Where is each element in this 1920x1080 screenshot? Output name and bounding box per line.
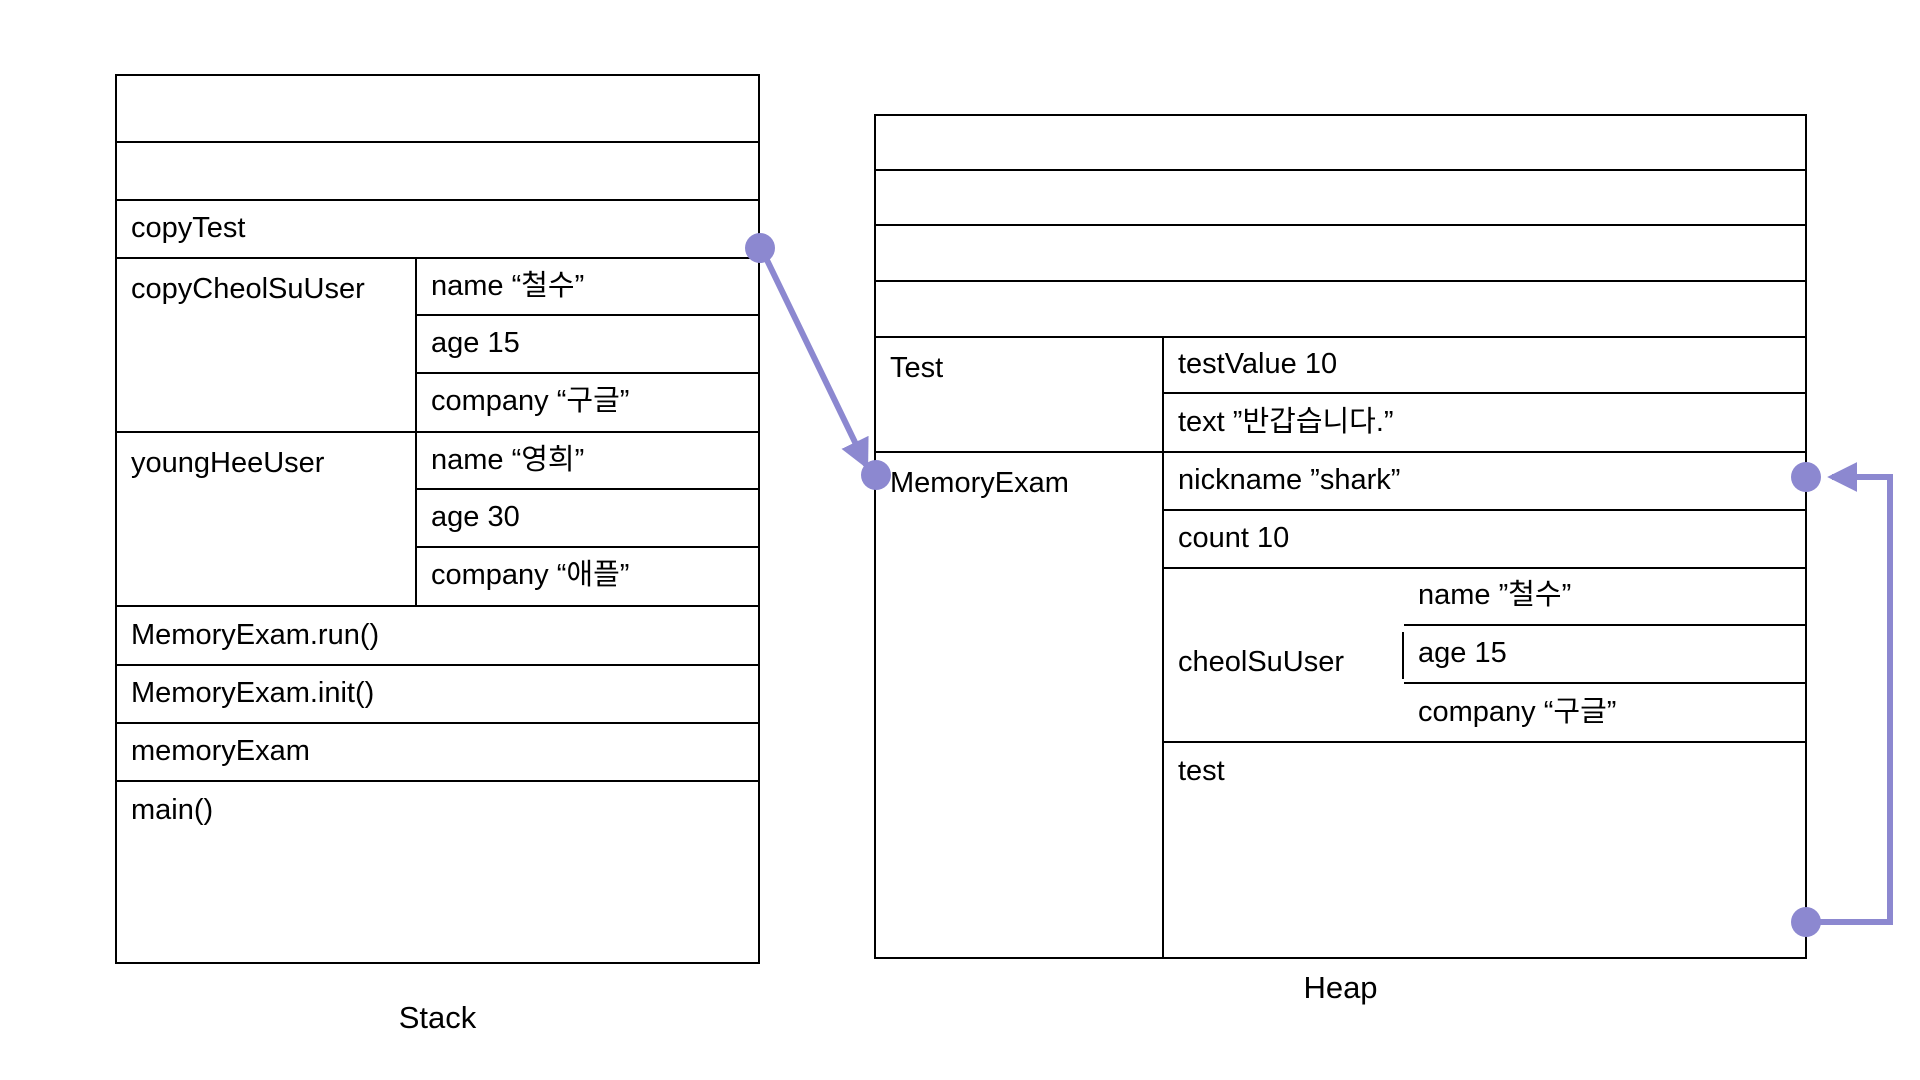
stack-cell-label: main() <box>131 794 214 827</box>
heap-empty-row <box>876 226 1805 282</box>
heap-empty-cell <box>876 226 1805 280</box>
stack-empty-cell <box>117 143 758 199</box>
heap-field-row-test: test <box>1164 743 1805 801</box>
stack-object-fields: name “철수” age 15 company “구글” <box>417 259 758 431</box>
heap-field-row: count 10 <box>1164 511 1805 569</box>
stack-caption: Stack <box>398 1000 477 1035</box>
heap-nested-object-cheolsuuser[interactable]: cheolSuUser name ”철수” age 15 company “구글… <box>1164 569 1805 743</box>
heap-field-row: nickname ”shark” <box>1164 453 1805 511</box>
stack-field-row: company “애플” <box>417 548 758 605</box>
stack-field-row: name “영희” <box>417 433 758 491</box>
heap-empty-row <box>876 282 1805 338</box>
heap-object-label-test: Test <box>876 338 1164 451</box>
heap-table: Test testValue 10 text ”반갑습니다.” MemoryEx… <box>874 114 1807 959</box>
heap-nested-field-age: age 15 <box>1418 637 1507 670</box>
heap-nested-label: cheolSuUser <box>1164 631 1404 679</box>
stack-field-company: company “구글” <box>431 385 630 418</box>
heap-empty-row <box>876 116 1805 171</box>
stack-field-row: age 30 <box>417 490 758 548</box>
stack-cell-label: copyTest <box>131 212 246 245</box>
heap-field-test: test <box>1178 755 1225 788</box>
heap-nested-field-row: company “구글” <box>1404 684 1805 742</box>
stack-row-main[interactable]: main() <box>117 782 758 840</box>
heap-nested-fields: name ”철수” age 15 company “구글” <box>1404 568 1805 742</box>
heap-object-fields-memoryexam: nickname ”shark” count 10 cheolSuUser na… <box>1164 453 1805 957</box>
heap-empty-cell <box>876 171 1805 224</box>
stack-row-memoryexam[interactable]: memoryExam <box>117 724 758 782</box>
stack-empty-cell <box>117 76 758 141</box>
heap-row-test-object[interactable]: Test testValue 10 text ”반갑습니다.” <box>876 338 1805 453</box>
heap-caption: Heap <box>1303 970 1378 1005</box>
heap-nested-field-row: age 15 <box>1404 626 1805 684</box>
stack-object-label: youngHeeUser <box>117 433 417 605</box>
heap-nested-field-company: company “구글” <box>1418 696 1617 729</box>
stack-object-label: copyCheolSuUser <box>117 259 417 431</box>
stack-row-memoryexam-init[interactable]: MemoryExam.init() <box>117 666 758 724</box>
heap-row-memoryexam-object[interactable]: MemoryExam nickname ”shark” count 10 che… <box>876 453 1805 957</box>
stack-field-name: name “철수” <box>431 269 585 302</box>
stack-empty-row <box>117 76 758 143</box>
stack-field-row: age 15 <box>417 316 758 374</box>
stack-cell-label: MemoryExam.run() <box>131 618 380 651</box>
heap-empty-cell <box>876 282 1805 336</box>
heap-nested-field-row: name ”철수” <box>1404 568 1805 626</box>
stack-field-company: company “애플” <box>431 559 630 592</box>
heap-field-row: testValue 10 <box>1164 338 1805 395</box>
stack-cell-label: memoryExam <box>131 735 310 768</box>
heap-empty-cell <box>876 116 1805 169</box>
heap-field-nickname: nickname ”shark” <box>1178 464 1401 497</box>
heap-field-row: text ”반갑습니다.” <box>1164 394 1805 451</box>
stack-row-copycheolsuuser[interactable]: copyCheolSuUser name “철수” age 15 company… <box>117 259 758 433</box>
heap-object-fields-test: testValue 10 text ”반갑습니다.” <box>1164 338 1805 451</box>
stack-row-copytest[interactable]: copyTest <box>117 201 758 259</box>
stack-field-age: age 30 <box>431 501 520 534</box>
stack-row-memoryexam-run[interactable]: MemoryExam.run() <box>117 607 758 666</box>
connector-copytest-to-test-icon <box>745 233 891 490</box>
stack-empty-row <box>117 143 758 201</box>
stack-field-row: name “철수” <box>417 259 758 317</box>
stack-frame-table: copyTest copyCheolSuUser name “철수” age 1… <box>115 74 760 964</box>
stack-row-youngheeuser[interactable]: youngHeeUser name “영희” age 30 company “애… <box>117 433 758 607</box>
heap-empty-row <box>876 171 1805 226</box>
heap-field-count: count 10 <box>1178 522 1290 555</box>
stack-field-name: name “영희” <box>431 443 585 476</box>
heap-field-text: text ”반갑습니다.” <box>1178 405 1394 438</box>
stack-cell-label: MemoryExam.init() <box>131 677 375 710</box>
heap-field-testvalue: testValue 10 <box>1178 348 1338 381</box>
heap-object-label-memoryexam: MemoryExam <box>876 453 1164 957</box>
stack-field-row: company “구글” <box>417 374 758 431</box>
heap-nested-field-name: name ”철수” <box>1418 579 1572 612</box>
stack-field-age: age 15 <box>431 327 520 360</box>
stack-object-fields: name “영희” age 30 company “애플” <box>417 433 758 605</box>
